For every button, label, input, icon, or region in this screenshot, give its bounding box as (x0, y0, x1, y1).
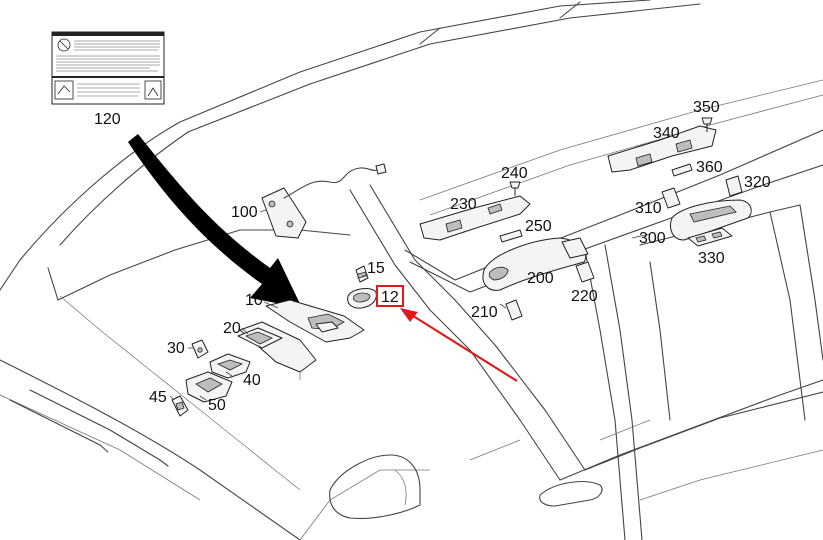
rear-roof-bracket-part (607, 125, 717, 173)
label-45: 45 (149, 389, 167, 406)
screw-part-240 (509, 181, 521, 196)
holder-clip-part (171, 395, 189, 417)
label-340: 340 (653, 125, 680, 142)
clip-part-310 (661, 187, 681, 209)
leader-lines (169, 209, 651, 401)
label-location-arrow (128, 134, 302, 308)
label-200: 200 (527, 270, 554, 287)
label-230: 230 (450, 196, 477, 213)
label-360: 360 (696, 159, 723, 176)
label-240: 240 (501, 165, 528, 182)
bracket-part-220 (575, 261, 595, 283)
label-120: 120 (94, 111, 121, 128)
label-250: 250 (525, 218, 552, 235)
front-overhead-console-part (482, 237, 589, 291)
label-12: 12 (381, 289, 399, 306)
label-300: 300 (639, 230, 666, 247)
label-30: 30 (167, 340, 185, 357)
label-100: 100 (231, 204, 258, 221)
seat-airbag-icon (54, 80, 74, 100)
label-210: 210 (471, 304, 498, 321)
visor-support-part (209, 353, 251, 379)
label-310: 310 (635, 200, 662, 217)
clip-part-250 (499, 229, 523, 243)
front-console-bracket-part (419, 195, 531, 241)
visor-bracket-part (185, 371, 233, 403)
rain-sensor-part (261, 163, 387, 239)
highlight-arrow (400, 308, 518, 382)
label-330: 330 (698, 250, 725, 267)
visor-mount-part (347, 288, 377, 309)
reading-lamp-part-330 (687, 227, 733, 247)
vanity-mirror-cover-part (237, 327, 283, 349)
label-40: 40 (243, 372, 261, 389)
highlight-box (376, 285, 404, 307)
label-20: 20 (223, 320, 241, 337)
screw-part-350 (701, 117, 713, 132)
label-10: 10 (245, 292, 263, 309)
label-15: 15 (367, 260, 385, 277)
label-50: 50 (208, 397, 226, 414)
visor-hook-part (191, 339, 209, 359)
clip-part-360 (671, 163, 693, 177)
label-350: 350 (693, 99, 720, 116)
clip-part-210 (505, 299, 523, 321)
rear-overhead-console-part (670, 199, 752, 241)
label-320: 320 (744, 174, 771, 191)
airbag-warning-label (51, 31, 165, 105)
clip-part-320 (725, 175, 743, 197)
label-220: 220 (571, 288, 598, 305)
